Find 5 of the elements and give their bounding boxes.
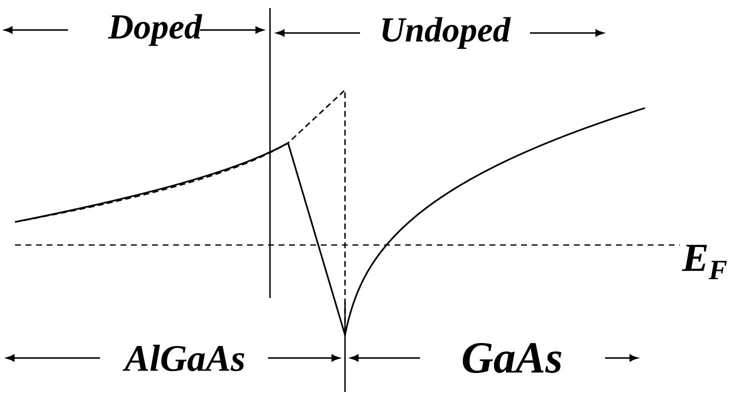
region-label: E$_{F}$ [682,244,727,280]
region-label: GaAs [462,343,562,373]
region-label: Doped [108,14,202,46]
region-label: AlGaAs [122,344,244,372]
region-label: Undoped [382,17,511,49]
